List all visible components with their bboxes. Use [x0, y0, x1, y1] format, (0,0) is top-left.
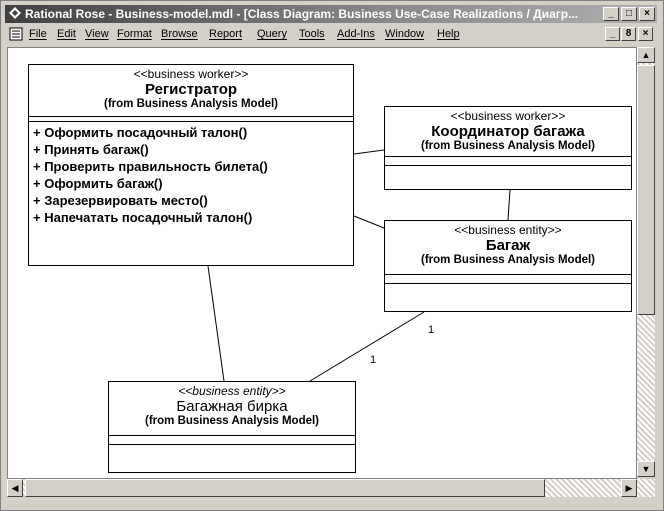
class-baggage-tag[interactable]: <<business entity>> Багажная бирка (from…: [108, 381, 356, 473]
association-registrar-tag: [207, 265, 225, 382]
horizontal-scroll-thumb[interactable]: [25, 479, 545, 497]
menu-browse[interactable]: Browse: [161, 28, 198, 40]
association-registrar-baggage: [353, 215, 385, 229]
operation: + Оформить посадочный талон(): [33, 125, 248, 140]
package-label: (from Business Analysis Model): [144, 415, 320, 427]
menu-bar: File Edit View Format Browse Report Quer…: [5, 25, 657, 43]
stereotype-label: <<business worker>>: [450, 109, 566, 123]
menu-report[interactable]: Report: [209, 28, 243, 40]
stereotype-label: <<business entity>>: [454, 223, 562, 237]
operations-compartment: [109, 444, 355, 453]
class-registrar[interactable]: <<business worker>> Регистратор (from Bu…: [28, 64, 354, 266]
operations-compartment: [385, 165, 631, 174]
operation: + Напечатать посадочный талон(): [33, 210, 253, 225]
operations-compartment: + Оформить посадочный талон() + Принять …: [29, 121, 353, 226]
document-icon[interactable]: [9, 27, 23, 41]
operation: + Оформить багаж(): [33, 176, 163, 191]
multiplicity-baggage-end: 1: [428, 324, 435, 336]
scroll-down-arrow-icon[interactable]: ▼: [637, 461, 655, 477]
attributes-compartment: [385, 156, 631, 165]
package-label: (from Business Analysis Model): [420, 254, 596, 266]
vertical-scrollbar[interactable]: ▲ ▼: [637, 47, 655, 477]
attributes-compartment: [385, 274, 631, 283]
class-name: Багаж: [485, 237, 531, 254]
mdi-minimize-button[interactable]: _: [605, 27, 620, 41]
menu-format[interactable]: Format: [117, 28, 152, 40]
class-name: Регистратор: [144, 81, 238, 98]
operation: + Зарезервировать место(): [33, 193, 208, 208]
package-label: (from Business Analysis Model): [420, 140, 596, 152]
diagram-canvas[interactable]: <<business worker>> Регистратор (from Bu…: [7, 47, 637, 479]
multiplicity-tag-end: 1: [370, 354, 377, 366]
menu-view[interactable]: View: [85, 28, 109, 40]
scroll-left-arrow-icon[interactable]: ◀: [7, 479, 23, 497]
horizontal-scrollbar[interactable]: ◀ ▶: [7, 479, 655, 497]
class-baggage-coordinator[interactable]: <<business worker>> Координатор багажа (…: [384, 106, 632, 190]
association-registrar-coordinator: [353, 149, 385, 155]
maximize-button[interactable]: □: [621, 7, 637, 21]
menu-file[interactable]: File: [29, 28, 47, 40]
mdi-restore-button[interactable]: 8: [621, 27, 636, 41]
scroll-up-arrow-icon[interactable]: ▲: [637, 47, 655, 63]
vertical-scroll-thumb[interactable]: [637, 65, 655, 315]
package-label: (from Business Analysis Model): [103, 98, 279, 110]
stereotype-label: <<business entity>>: [178, 384, 286, 398]
class-name: Багажная бирка: [176, 398, 288, 415]
class-name: Координатор багажа: [431, 123, 585, 140]
attributes-compartment: [29, 116, 353, 121]
minimize-button[interactable]: _: [603, 7, 619, 21]
association-lines: [207, 149, 511, 382]
operation: + Принять багаж(): [33, 142, 149, 157]
stereotype-label: <<business worker>>: [133, 67, 249, 81]
menu-edit[interactable]: Edit: [57, 28, 76, 40]
operation: + Проверить правильность билета(): [33, 159, 268, 174]
mdi-close-button[interactable]: ×: [638, 27, 653, 41]
menu-tools[interactable]: Tools: [299, 28, 325, 40]
menu-help[interactable]: Help: [437, 28, 460, 40]
menu-window[interactable]: Window: [385, 28, 425, 40]
title-bar[interactable]: Rational Rose - Business-model.mdl - [Cl…: [5, 5, 657, 23]
operations-compartment: [385, 283, 631, 292]
association-baggage-tag: [309, 311, 425, 382]
menu-query[interactable]: Query: [257, 28, 287, 40]
scroll-right-arrow-icon[interactable]: ▶: [621, 479, 637, 497]
class-baggage[interactable]: <<business entity>> Багаж (from Business…: [384, 220, 632, 312]
menu-add-ins[interactable]: Add-Ins: [337, 28, 375, 40]
rose-app-icon: [9, 7, 21, 19]
attributes-compartment: [109, 435, 355, 444]
close-button[interactable]: ×: [639, 7, 655, 21]
window-title: Rational Rose - Business-model.mdl - [Cl…: [25, 7, 579, 21]
association-coordinator-baggage: [507, 189, 511, 221]
